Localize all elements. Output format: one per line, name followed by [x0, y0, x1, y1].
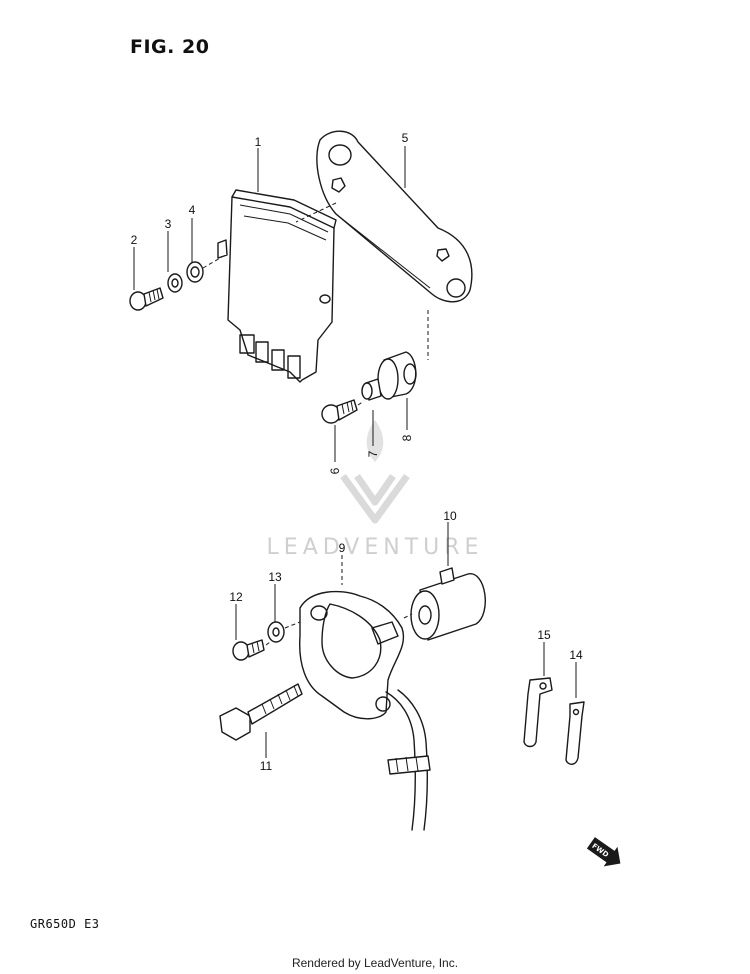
part-12-screw [232, 639, 265, 661]
callout-10: 10 [443, 509, 457, 523]
callout-14: 14 [569, 648, 583, 662]
callout-7: 7 [366, 450, 380, 457]
footer-credit: Rendered by LeadVenture, Inc. [291, 956, 459, 970]
part-6-bolt [321, 399, 358, 424]
callout-3: 3 [165, 217, 172, 231]
callout-4: 4 [189, 203, 196, 217]
part-3-washer [167, 273, 183, 293]
part-7-collar [361, 378, 382, 401]
part-4-washer [186, 261, 204, 283]
callout-12: 12 [229, 590, 243, 604]
part-15-clamp [523, 677, 553, 748]
callout-1: 1 [255, 135, 262, 149]
part-9-signal-generator [299, 590, 431, 831]
model-code: GR650D E3 [30, 917, 100, 931]
callout-9: 9 [339, 541, 346, 555]
figure-title: FIG. 20 [130, 36, 210, 58]
callout-8: 8 [400, 434, 414, 441]
watermark-text: LEADVENTURE [267, 535, 484, 560]
callouts: 1 2 3 4 5 6 7 8 9 10 11 12 13 14 15 [131, 131, 583, 773]
fwd-arrow-icon: FWD [586, 837, 621, 867]
callout-13: 13 [268, 570, 282, 584]
callout-15: 15 [537, 628, 551, 642]
callout-6: 6 [328, 467, 342, 474]
callout-leaders [133, 146, 577, 758]
part-10-pickup-cylinder [410, 567, 486, 641]
callout-2: 2 [131, 233, 138, 247]
part-14-clamp [565, 701, 585, 765]
part-8-grommet [377, 351, 417, 400]
part-1-control-unit [217, 189, 337, 383]
watermark-logo-icon [340, 420, 410, 524]
callout-5: 5 [402, 131, 409, 145]
part-2-bolt [129, 287, 164, 311]
part-5-bracket [295, 130, 473, 303]
watermark: LEADVENTURE [267, 420, 484, 560]
part-11-bolt [219, 683, 303, 741]
callout-11: 11 [260, 759, 273, 773]
part-13-washer [267, 621, 285, 643]
